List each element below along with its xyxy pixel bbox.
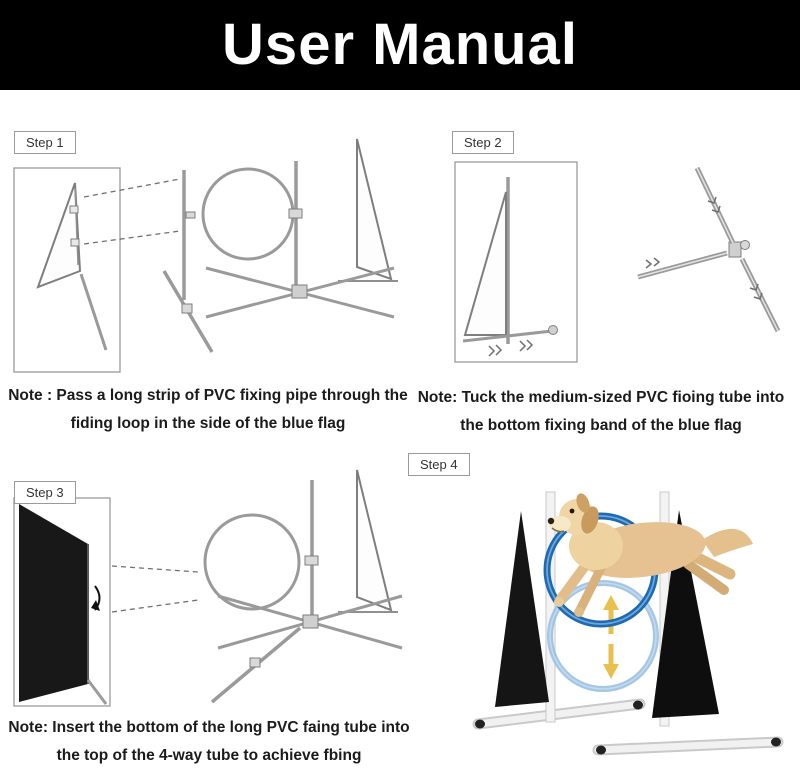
step1-label: Step 1 [14, 131, 76, 154]
step1-diagram [13, 138, 398, 373]
step2-diagram [454, 161, 781, 363]
page-title: User Manual [222, 12, 578, 77]
header-banner: User Manual [0, 0, 800, 90]
step1-note: Note : Pass a long strip of PVC fixing p… [8, 387, 408, 432]
step3-diagram [13, 469, 403, 707]
dog-illustration [547, 493, 753, 617]
step4-photo [472, 491, 784, 756]
step2-note: Note: Tuck the medium-sized PVC fioing t… [417, 389, 785, 434]
step3-label: Step 3 [14, 481, 76, 504]
step3-note: Note: Insert the bottom of the long PVC … [8, 719, 410, 764]
step2-label: Step 2 [452, 131, 514, 154]
step4-label: Step 4 [408, 453, 470, 476]
